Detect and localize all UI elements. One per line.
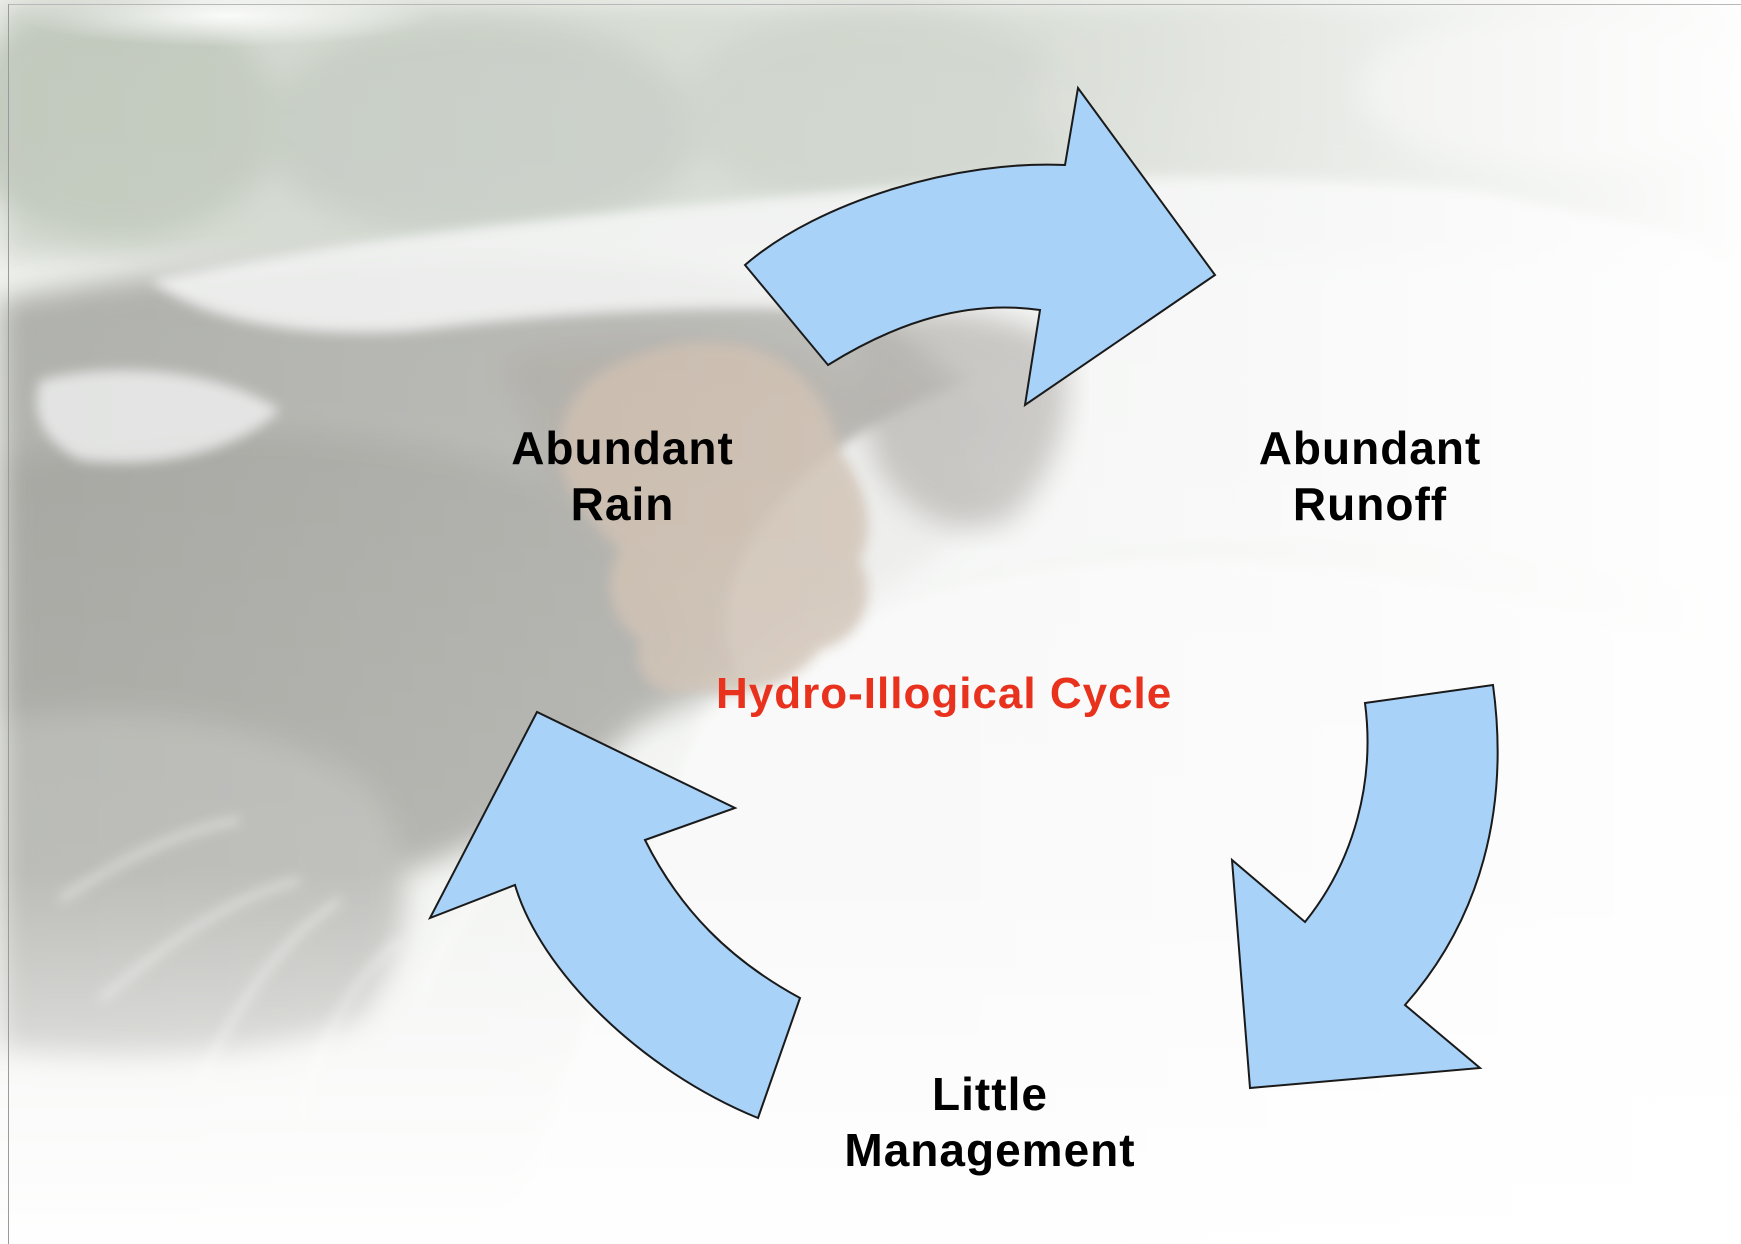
node-abundant-rain-line2: Rain (570, 478, 675, 530)
arrow-rain-to-runoff (743, 85, 1217, 408)
node-abundant-runoff-line1: Abundant (1258, 422, 1482, 474)
node-abundant-runoff: Abundant Runoff (1235, 420, 1505, 532)
node-abundant-runoff-line2: Runoff (1292, 478, 1448, 530)
slide-border-top (8, 4, 1741, 5)
arrow-runoff-to-management (1230, 683, 1499, 1090)
node-little-management-line2: Management (844, 1124, 1136, 1176)
node-abundant-rain-line1: Abundant (511, 422, 734, 474)
node-little-management: Little Management (815, 1066, 1165, 1178)
node-abundant-rain: Abundant Rain (490, 420, 755, 532)
diagram-title: Hydro-Illogical Cycle (716, 669, 1173, 718)
slide-border-left (8, 4, 9, 1244)
node-little-management-line1: Little (932, 1068, 1048, 1120)
arrow-management-to-rain (427, 710, 802, 1120)
